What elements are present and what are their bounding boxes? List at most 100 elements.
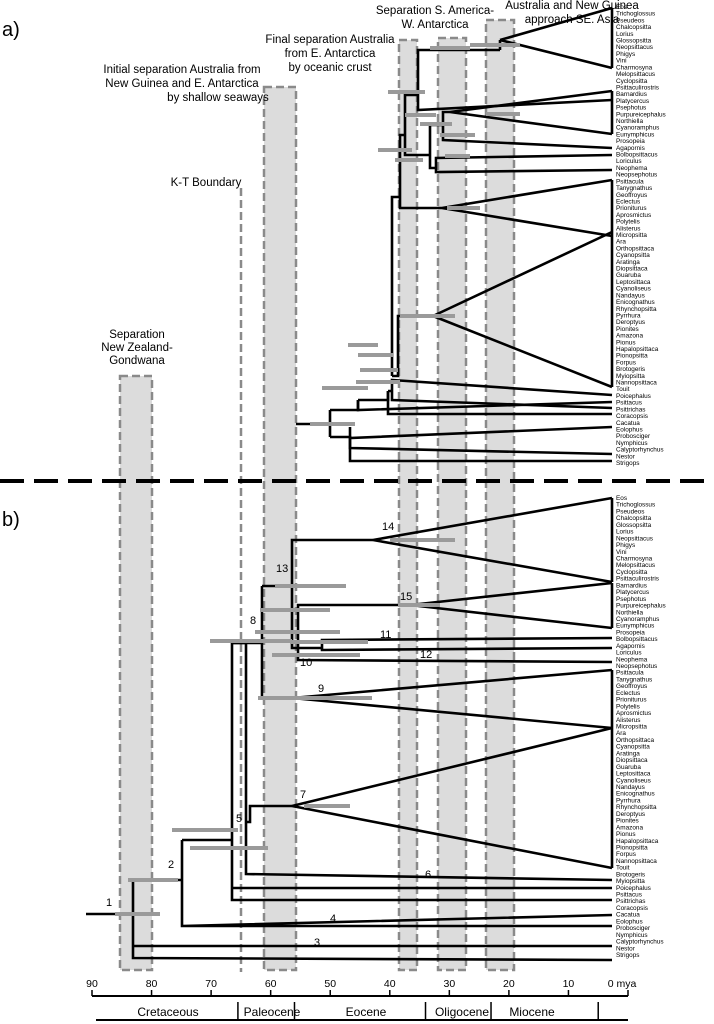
axis-tick-label: 70 — [205, 978, 217, 990]
taxon-label: Hapalopsittaca — [616, 838, 659, 845]
taxon-label: Nandayus — [616, 784, 645, 791]
taxon-label: Prosopeia — [616, 138, 645, 145]
taxon-label: Amazona — [616, 824, 643, 831]
event-label-final-1: Final separation Australia — [265, 34, 395, 46]
taxon-label: Eunymphicus — [616, 623, 654, 630]
taxon-label: Tanygnathus — [616, 677, 652, 684]
taxon-label: Northiella — [616, 609, 643, 616]
taxon-label: Ara — [616, 239, 626, 246]
ci-bars-panel-a — [310, 43, 520, 426]
taxon-labels-panel-b: EosTrichoglossusPseudeosChalcopsittaGlos… — [616, 495, 666, 959]
epoch-dividers — [237, 1002, 599, 1020]
event-label-sam-2: W. Antarctica — [401, 19, 469, 31]
taxon-label: Eolophus — [616, 427, 643, 434]
event-label-initial-3: by shallow seaways — [167, 92, 269, 104]
taxon-label: Pionites — [616, 818, 639, 825]
taxon-label: Northiella — [616, 118, 643, 125]
event-label-nz-gondwana-1: Separation — [109, 329, 165, 341]
taxon-label: Neopsittacus — [616, 535, 653, 542]
taxon-label: Amazona — [616, 333, 643, 340]
taxon-label: Psephotus — [616, 105, 646, 112]
taxon-label: Cyanoliseus — [616, 777, 651, 784]
taxon-label: Psephotus — [616, 596, 646, 603]
taxon-label: Deroptyus — [616, 319, 645, 326]
node-number-9: 9 — [318, 683, 324, 695]
taxon-label: Melopsittacus — [616, 562, 655, 569]
ci-bars-panel-b — [115, 538, 455, 916]
taxon-label: Psittaculirostris — [616, 576, 659, 583]
band-aus-ng-asia — [484, 18, 516, 972]
taxon-label: Trichoglossus — [616, 502, 655, 509]
taxon-label: Barnardius — [616, 582, 647, 589]
taxon-label: Neopsephotus — [616, 172, 657, 179]
taxon-label: Agapornis — [616, 643, 645, 650]
taxon-label: Probosciger — [616, 433, 651, 440]
taxon-label: Psittaculirostris — [616, 85, 659, 92]
taxon-label: Vini — [616, 58, 627, 65]
taxon-label: Phigys — [616, 51, 635, 58]
epoch-miocene: Miocene — [509, 1005, 555, 1019]
epoch-paleocene: Paleocene — [244, 1005, 301, 1019]
taxon-label: Forpus — [616, 359, 636, 366]
taxon-label: Cyanoliseus — [616, 286, 651, 293]
taxon-label: Loriculus — [616, 650, 642, 657]
event-label-nz-gondwana-3: Gondwana — [109, 355, 165, 367]
event-label-nz-gondwana-2: New Zealand- — [101, 342, 173, 354]
taxon-label: Brotogeris — [616, 366, 645, 373]
taxon-label: Enicognathus — [616, 299, 655, 306]
panel-label-a: a) — [2, 19, 20, 41]
taxon-label: Deroptyus — [616, 811, 645, 818]
taxon-label: Cyanoramphus — [616, 125, 659, 132]
event-label-kt: K-T Boundary — [171, 177, 242, 189]
panel-label-b: b) — [2, 509, 20, 531]
node-number-14: 14 — [382, 521, 394, 533]
taxon-label: Melopsittacus — [616, 71, 655, 78]
event-label-sam-1: Separation S. America- — [376, 5, 494, 17]
node-number-13: 13 — [276, 563, 288, 575]
taxon-label: Nymphicus — [616, 932, 648, 939]
taxon-label: Purpureicephalus — [616, 111, 666, 118]
event-labels: Separation New Zealand- Gondwana K-T Bou… — [101, 0, 639, 367]
taxon-label: Chalcopsitta — [616, 515, 652, 522]
taxon-label: Chalcopsitta — [616, 24, 652, 31]
taxon-label: Cyanopsitta — [616, 744, 650, 751]
taxon-label: Cyclopsitta — [616, 78, 648, 85]
taxon-label: Platycercus — [616, 98, 649, 105]
node-number-12: 12 — [420, 649, 432, 661]
taxon-label: Guaruba — [616, 272, 641, 279]
taxon-label: Cacatua — [616, 912, 640, 919]
taxon-label: Alisterus — [616, 225, 641, 232]
taxon-label: Eos — [616, 495, 627, 502]
taxon-label: Pionopsitta — [616, 353, 648, 360]
taxon-label: Myiopsitta — [616, 878, 645, 885]
taxon-label: Polytelis — [616, 703, 640, 710]
taxon-label: Polytelis — [616, 219, 640, 226]
axis-tick-label: 30 — [443, 978, 455, 990]
taxon-label: Nannopsittaca — [616, 858, 657, 865]
axis-tick-label: 90 — [86, 978, 98, 990]
taxon-label: Eclectus — [616, 690, 640, 697]
epoch-cretaceous: Cretaceous — [137, 1005, 198, 1019]
taxon-label: Glossopsitta — [616, 522, 652, 529]
taxon-label: Guaruba — [616, 764, 641, 771]
taxon-label: Prioniturus — [616, 205, 647, 212]
event-label-initial-2: New Guinea and E. Antarctica — [105, 78, 259, 90]
taxon-label: Poicephalus — [616, 393, 651, 400]
taxon-label: Pionites — [616, 326, 639, 333]
taxon-label: Agapornis — [616, 145, 645, 152]
taxon-label: Strigops — [616, 460, 639, 467]
taxon-label: Brotogeris — [616, 871, 645, 878]
node-number-8: 8 — [250, 615, 256, 627]
band-sam-want — [436, 36, 468, 972]
taxon-label: Cyclopsitta — [616, 569, 648, 576]
taxon-label: Leptosittaca — [616, 771, 651, 778]
taxon-label: Vini — [616, 549, 627, 556]
taxon-labels-panel-a: EosTrichoglossusPseudeosChalcopsittaLori… — [616, 4, 666, 467]
axis-tick-label: 10 — [563, 978, 575, 990]
event-label-initial-1: Initial separation Australia from — [103, 64, 260, 76]
taxon-label: Diopsittaca — [616, 757, 648, 764]
taxon-label: Phigys — [616, 542, 635, 549]
node-number-7: 7 — [300, 789, 306, 801]
